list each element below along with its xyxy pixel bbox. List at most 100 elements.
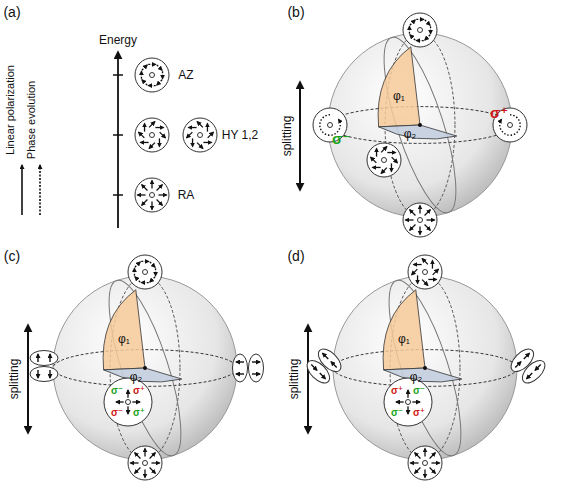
arrow (252, 373, 260, 374)
arrow (139, 132, 145, 138)
panel-letter: (d) (287, 249, 304, 263)
arrow (430, 453, 436, 459)
mode-lobe (30, 367, 58, 382)
arrow (151, 180, 152, 188)
mode-icon (408, 255, 442, 289)
mode-icon (408, 446, 442, 480)
arrow (410, 210, 416, 216)
phi1-wedge (103, 290, 145, 370)
angle-label: φ₂ (410, 371, 422, 383)
mode-core (150, 73, 155, 78)
arrow (142, 185, 148, 191)
sphere-centre (418, 123, 422, 127)
mode-icon (135, 58, 169, 92)
arrow (413, 264, 421, 265)
phi1-wedge (378, 47, 420, 127)
angle-label: φ₁ (398, 333, 410, 345)
arrow (527, 373, 533, 379)
arrow (134, 268, 135, 275)
arrow (320, 373, 326, 379)
equator (333, 350, 517, 387)
arrow (21, 165, 23, 215)
panel-letter: (a) (3, 5, 20, 19)
arrow (142, 65, 147, 70)
mode-icon (135, 178, 169, 212)
helicity-label: σ⁻ (332, 131, 350, 146)
arrow (392, 157, 398, 163)
arrow (49, 354, 50, 362)
arrow (142, 80, 147, 85)
mode-label: HY 1,2 (222, 129, 258, 141)
arrow (192, 138, 193, 146)
energy-tick (113, 74, 123, 76)
arrow (157, 65, 162, 70)
arrow (535, 365, 541, 371)
arrow (407, 390, 408, 398)
arrow (150, 468, 156, 474)
arrow (410, 35, 415, 40)
arrow (432, 260, 433, 268)
arrow (430, 468, 436, 474)
angle-label: φ₁ (118, 333, 130, 345)
meridian (375, 273, 476, 462)
arrow (430, 26, 431, 33)
mode-icon (128, 255, 162, 289)
arrow (203, 142, 211, 143)
arrow (49, 370, 50, 378)
mode-label: RA (178, 189, 195, 201)
mode-core (423, 270, 428, 275)
arrow (208, 132, 214, 138)
phi2-wedge (384, 368, 462, 382)
mode-icon (104, 378, 152, 426)
arrow (323, 353, 329, 359)
mode-lobe (518, 356, 548, 386)
mode-circle (135, 118, 169, 152)
helicity-label: σ⁻ (111, 408, 123, 418)
linear-mode-icon (233, 354, 264, 382)
mode-core (406, 400, 411, 405)
mode-circle (384, 378, 432, 426)
arrow (409, 26, 410, 33)
arrow (372, 167, 380, 168)
arrow (387, 152, 395, 153)
arrow (27, 325, 29, 433)
helicity-label: σ⁺ (391, 386, 403, 396)
poincare-sphere (53, 273, 237, 462)
mode-core (328, 123, 333, 128)
mode-circle (135, 58, 169, 92)
panel-letter: (b) (287, 5, 304, 19)
arrow (144, 448, 145, 456)
arrow (416, 40, 423, 41)
arrow (151, 201, 152, 209)
axis-label: Energy (99, 34, 137, 46)
mode-circle (135, 178, 169, 212)
arrow (197, 122, 203, 128)
arrow (157, 200, 163, 206)
arrow (422, 259, 428, 265)
angle-label: φ₂ (130, 371, 142, 383)
meridian (370, 30, 471, 219)
legend-text: Linear polarization (5, 65, 16, 155)
arrow (425, 20, 430, 25)
arrow (424, 469, 425, 477)
helicity-label: σ⁺ (133, 386, 145, 396)
arrow (162, 71, 163, 78)
helicity-label: σ⁻ (111, 386, 123, 396)
arrow (187, 132, 193, 138)
arrow (431, 462, 439, 463)
meridian (95, 273, 196, 462)
arrow (150, 277, 155, 282)
mode-icon (135, 118, 169, 152)
arrow (130, 462, 138, 463)
mode-icon (367, 143, 401, 177)
arrow (135, 262, 140, 267)
arrow (415, 453, 421, 459)
sphere-outline (328, 33, 512, 217)
arrow (419, 226, 420, 234)
arrow (127, 406, 128, 414)
arrow (142, 200, 148, 206)
arrow (188, 127, 196, 128)
arrow (37, 370, 38, 378)
phi1-wedge (383, 290, 425, 370)
